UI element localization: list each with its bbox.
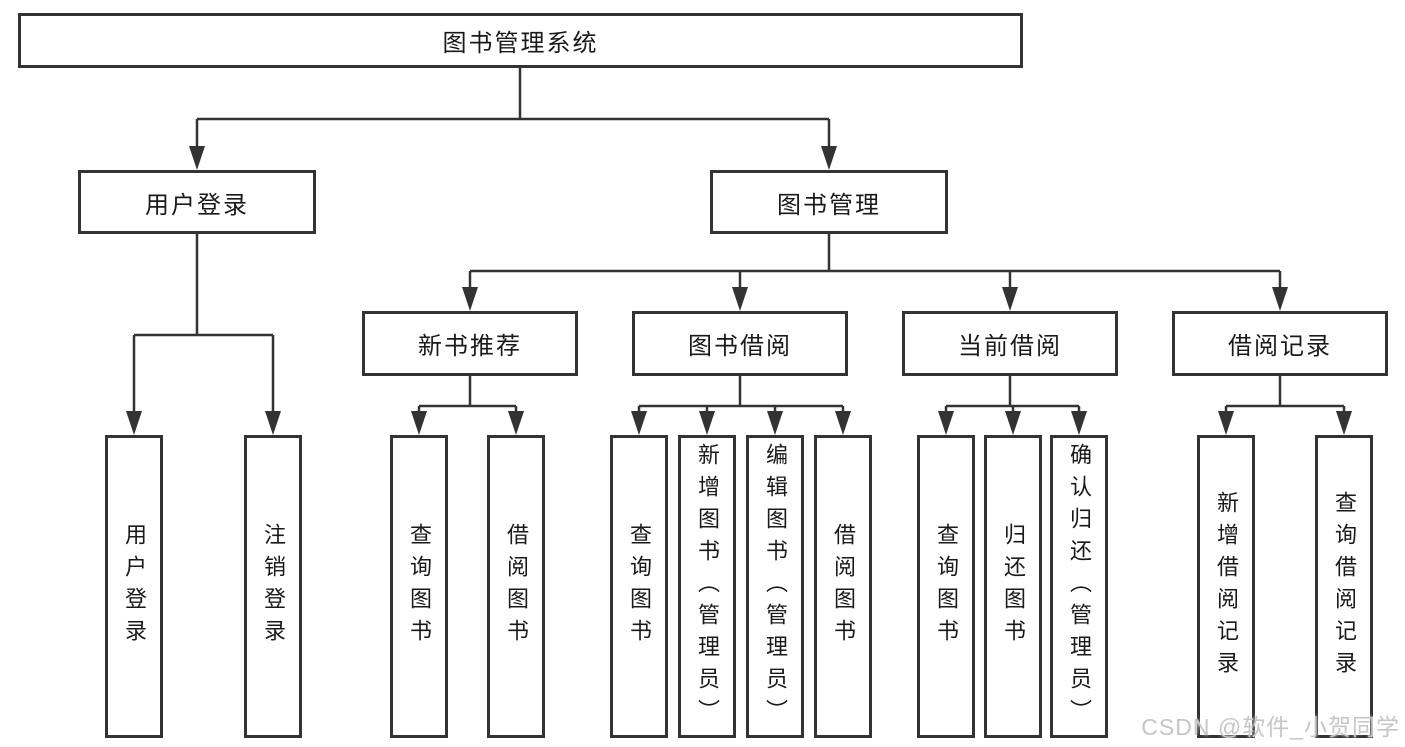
leaf-add-borrow-record-label: 新增借阅记录 bbox=[1214, 490, 1239, 683]
leaf-logout: 注销登录 bbox=[244, 435, 302, 738]
leaf-edit-books-admin: 编辑图书（管理员） bbox=[746, 435, 804, 738]
leaf-return-books: 归还图书 bbox=[984, 435, 1042, 738]
node-book-management-label: 图书管理 bbox=[777, 191, 881, 219]
leaf-query-books-current: 查询图书 bbox=[917, 435, 975, 738]
node-library-system-label: 图书管理系统 bbox=[442, 30, 599, 57]
leaf-borrow-books-recommend-label: 借阅图书 bbox=[504, 522, 529, 651]
leaf-query-books-recommend-label: 查询图书 bbox=[407, 522, 432, 651]
node-book-borrowing-label: 图书借阅 bbox=[688, 333, 792, 360]
node-user-login-label: 用户登录 bbox=[145, 191, 249, 219]
node-book-management: 图书管理 bbox=[710, 170, 948, 234]
leaf-query-books-borrowing: 查询图书 bbox=[610, 435, 668, 738]
leaf-query-borrow-record: 查询借阅记录 bbox=[1315, 435, 1373, 738]
csdn-watermark: CSDN @软件_小贺同学 bbox=[1141, 714, 1400, 740]
node-borrowing-records-label: 借阅记录 bbox=[1228, 333, 1332, 360]
leaf-confirm-return-admin: 确认归还（管理员） bbox=[1050, 435, 1108, 738]
node-book-borrowing: 图书借阅 bbox=[632, 311, 848, 376]
node-user-login: 用户登录 bbox=[78, 170, 316, 234]
node-current-borrowing-label: 当前借阅 bbox=[958, 333, 1062, 360]
leaf-add-books-admin: 新增图书（管理员） bbox=[678, 435, 736, 738]
leaf-return-books-label: 归还图书 bbox=[1001, 522, 1026, 651]
leaf-add-borrow-record: 新增借阅记录 bbox=[1197, 435, 1255, 738]
leaf-edit-books-admin-label: 编辑图书（管理员） bbox=[763, 442, 788, 731]
leaf-user-login-label: 用户登录 bbox=[122, 522, 147, 651]
leaf-borrow-books-recommend: 借阅图书 bbox=[487, 435, 545, 738]
node-new-book-recommend: 新书推荐 bbox=[362, 311, 578, 376]
leaf-query-books-recommend: 查询图书 bbox=[390, 435, 448, 738]
leaf-borrow-books: 借阅图书 bbox=[814, 435, 872, 738]
node-new-book-recommend-label: 新书推荐 bbox=[418, 333, 522, 360]
node-library-system: 图书管理系统 bbox=[18, 13, 1023, 68]
node-borrowing-records: 借阅记录 bbox=[1172, 311, 1388, 376]
leaf-borrow-books-label: 借阅图书 bbox=[831, 522, 856, 651]
leaf-query-books-borrowing-label: 查询图书 bbox=[627, 522, 652, 651]
leaf-add-books-admin-label: 新增图书（管理员） bbox=[695, 442, 720, 731]
leaf-logout-label: 注销登录 bbox=[261, 522, 286, 651]
leaf-user-login: 用户登录 bbox=[105, 435, 163, 738]
node-current-borrowing: 当前借阅 bbox=[902, 311, 1118, 376]
leaf-query-borrow-record-label: 查询借阅记录 bbox=[1332, 490, 1357, 683]
leaf-confirm-return-admin-label: 确认归还（管理员） bbox=[1067, 442, 1092, 731]
leaf-query-books-current-label: 查询图书 bbox=[934, 522, 959, 651]
